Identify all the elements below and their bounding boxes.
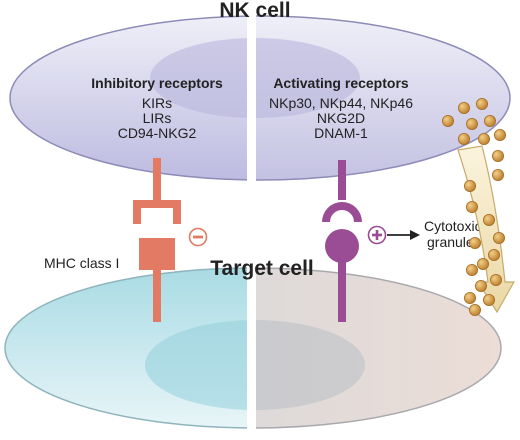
granule-dot: [487, 248, 500, 261]
target-cell-right-half: [256, 267, 502, 429]
granule-dot: [463, 179, 476, 192]
granule-dot: [489, 273, 502, 286]
arrow-to-granules: [387, 230, 420, 240]
cytotoxic-granules-label-line2: granules: [427, 234, 481, 250]
granule-dot: [482, 293, 495, 306]
granule-dot: [468, 303, 481, 316]
granule-dot: [465, 200, 478, 213]
activating-item-nkg2d: NKG2D: [317, 110, 365, 126]
mhc-class-i-ligand: [139, 238, 175, 322]
activating-receptor-shape: [322, 160, 362, 222]
granule-dot: [457, 132, 470, 145]
cytotoxic-granules-label-line1: Cytotoxic: [424, 218, 482, 234]
granule-dot: [465, 263, 478, 276]
target-cell-title: Target cell: [210, 257, 313, 280]
granule-dot: [463, 291, 476, 304]
granule-dot: [491, 168, 504, 181]
granule-dot: [468, 236, 481, 249]
granule-dot: [492, 231, 505, 244]
granule-dot: [483, 115, 496, 128]
granule-dot: [491, 149, 504, 162]
cytotoxic-granules: [441, 98, 506, 316]
target-cell-body: [4, 267, 502, 429]
granule-dot: [441, 115, 454, 128]
granule-dot: [475, 98, 488, 111]
granule-dot: [476, 257, 489, 270]
activating-item-dnam1: DNAM-1: [314, 125, 368, 141]
nk-cell-right-half: [256, 15, 511, 181]
inhibitory-receptors-heading: Inhibitory receptors: [91, 75, 223, 91]
activating-ligand: [325, 229, 359, 322]
inhibitory-minus-sign: [188, 227, 208, 247]
nk-cell-body: [9, 15, 511, 181]
granule-dot: [465, 118, 478, 131]
granule-dot: [493, 128, 506, 141]
granule-dot: [477, 132, 490, 145]
activating-item-ncrs: NKp30, NKp44, NKp46: [269, 95, 413, 111]
mhc-class-i-label: MHC class I: [44, 255, 119, 271]
granule-dot: [474, 279, 487, 292]
nk-cell-left-half: [9, 15, 247, 181]
nk-cell-title: NK cell: [219, 0, 290, 22]
granule-dot: [457, 102, 470, 115]
activating-receptors-heading: Activating receptors: [273, 75, 409, 91]
inhibitory-item-kirs: KIRs: [142, 95, 172, 111]
activating-plus-sign: [367, 225, 387, 245]
granule-dot: [482, 213, 495, 226]
inhibitory-receptor-shape: [133, 158, 181, 224]
inhibitory-item-lirs: LIRs: [143, 110, 172, 126]
inhibitory-item-cd94-nkg2: CD94-NKG2: [118, 125, 197, 141]
target-cell-left-half: [4, 267, 247, 429]
